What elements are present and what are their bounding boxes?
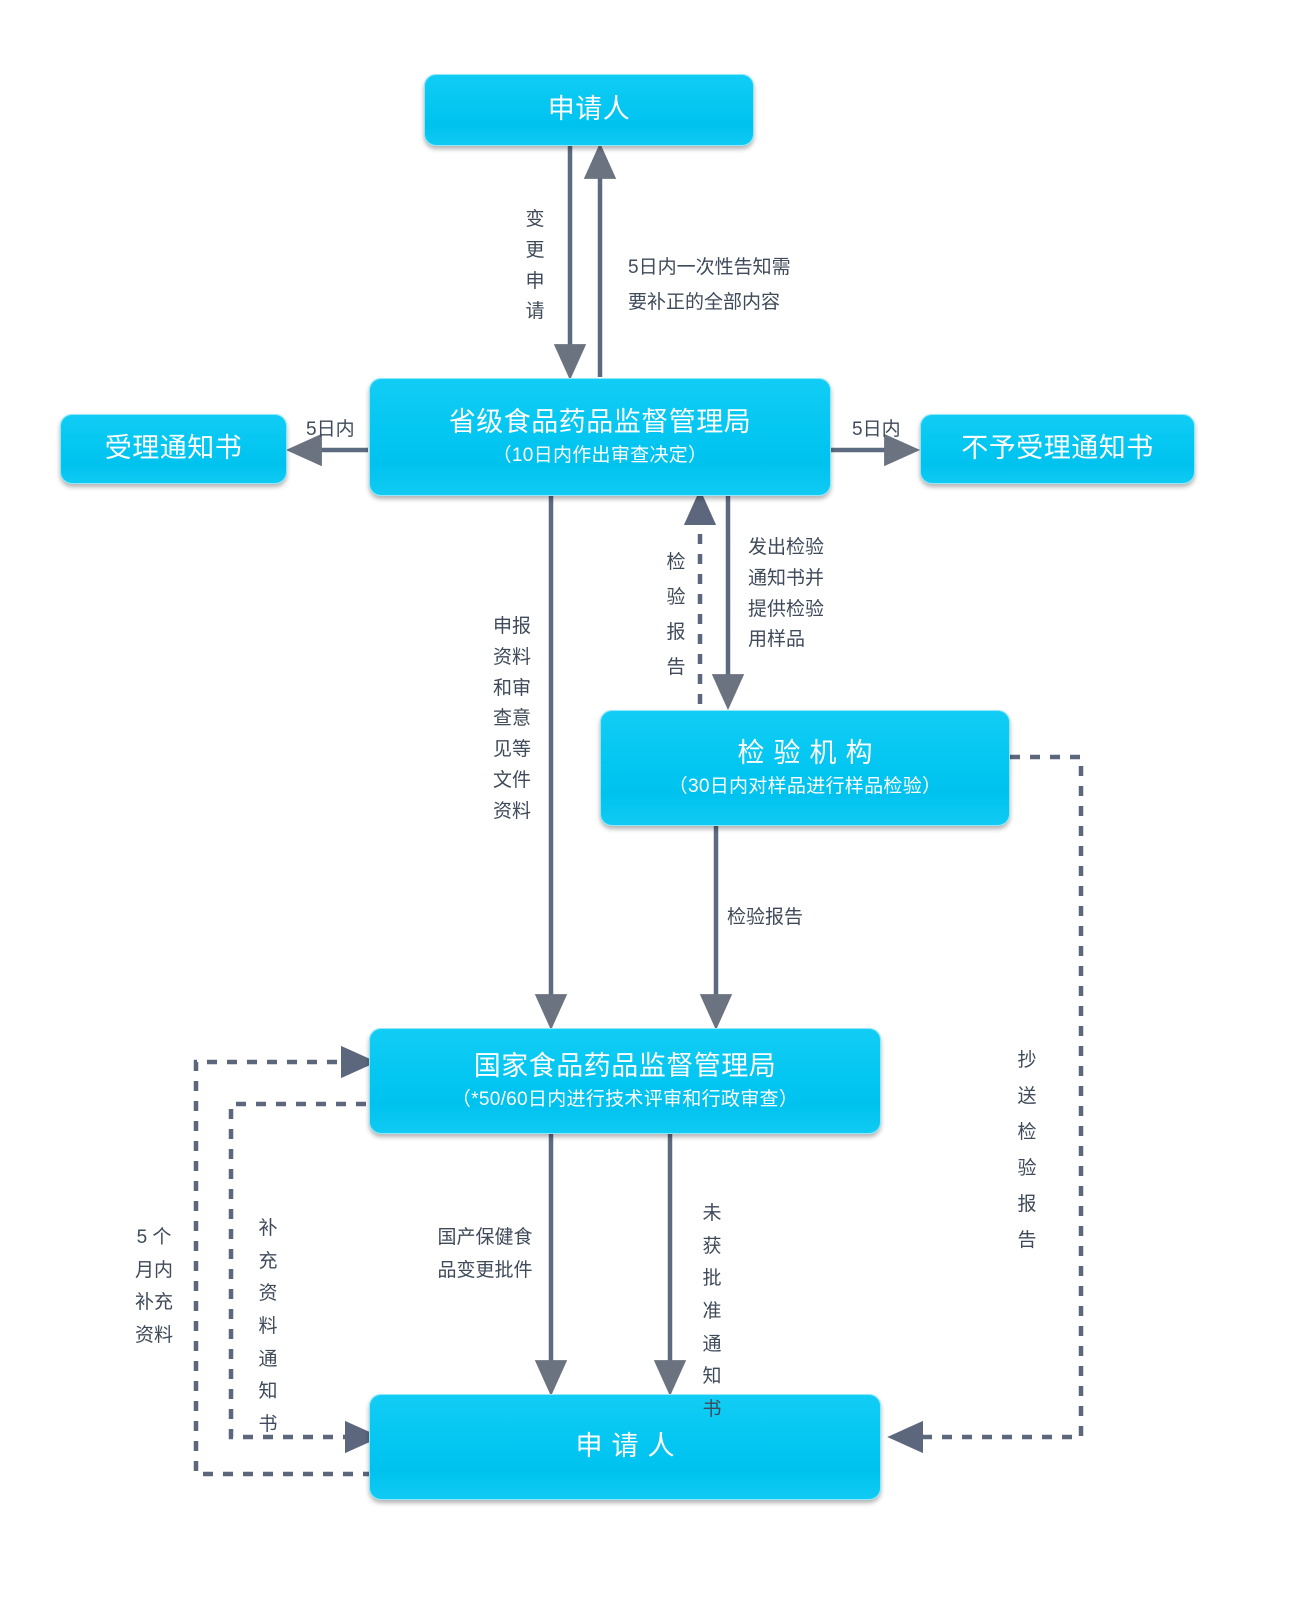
- node-provincial-bureau[interactable]: 省级食品药品监督管理局 （10日内作出审查决定）: [369, 378, 831, 496]
- label-notify-corrections-line2: 要补正的全部内容: [628, 292, 781, 313]
- node-national-bureau-title: 国家食品药品监督管理局: [473, 1050, 777, 1081]
- node-acceptance-notice[interactable]: 受理通知书: [60, 414, 287, 484]
- label-not-approved-notice: 未获批准通知书: [702, 1203, 722, 1421]
- node-provincial-bureau-title: 省级食品药品监督管理局: [448, 406, 752, 437]
- node-testing-agency-title: 检验机构: [737, 737, 882, 768]
- edge-copy-report-to-applicant: [887, 754, 1084, 1454]
- node-testing-agency-subtitle: （30日内对样品进行样品检验）: [668, 775, 942, 797]
- node-applicant-top[interactable]: 申请人: [424, 74, 754, 146]
- label-submission-materials: 申报资料和审查意见等文件资料: [492, 616, 531, 822]
- label-notify-corrections-line1: 5日内一次性告知需: [628, 257, 791, 278]
- label-copy-inspection-report: 抄送检验报告: [1017, 1050, 1037, 1252]
- node-provincial-bureau-subtitle: （10日内作出审查决定）: [492, 444, 708, 466]
- node-national-bureau-subtitle: （*50/60日内进行技术评审和行政审查）: [451, 1088, 799, 1110]
- label-domestic-change-approval: 国产保健食品变更批件: [437, 1227, 533, 1281]
- node-acceptance-notice-title: 受理通知书: [104, 433, 243, 464]
- node-rejection-notice[interactable]: 不予受理通知书: [920, 414, 1195, 484]
- label-change-application: 变更申请: [525, 209, 545, 323]
- node-applicant-top-title: 申请人: [547, 94, 631, 125]
- label-within-5-days-left: 5日内: [306, 419, 355, 440]
- node-rejection-notice-title: 不予受理通知书: [961, 433, 1154, 464]
- node-national-bureau[interactable]: 国家食品药品监督管理局 （*50/60日内进行技术评审和行政审查）: [369, 1028, 881, 1134]
- node-applicant-bottom[interactable]: 申请人: [369, 1394, 881, 1500]
- label-issue-inspection-notice: 发出检验通知书并提供检验用样品: [748, 537, 825, 651]
- node-testing-agency[interactable]: 检验机构 （30日内对样品进行样品检验）: [600, 710, 1010, 826]
- label-inspection-report-horizontal: 检验报告: [727, 907, 804, 928]
- label-inspection-report-vertical: 检验报告: [666, 552, 686, 679]
- label-within-5-days-right: 5日内: [852, 419, 901, 440]
- label-supplement-within-5-months: 5 个月内补充资料: [134, 1227, 173, 1347]
- node-applicant-bottom-title: 申请人: [575, 1431, 684, 1462]
- label-supplement-notice: 补充资料通知书: [258, 1218, 278, 1436]
